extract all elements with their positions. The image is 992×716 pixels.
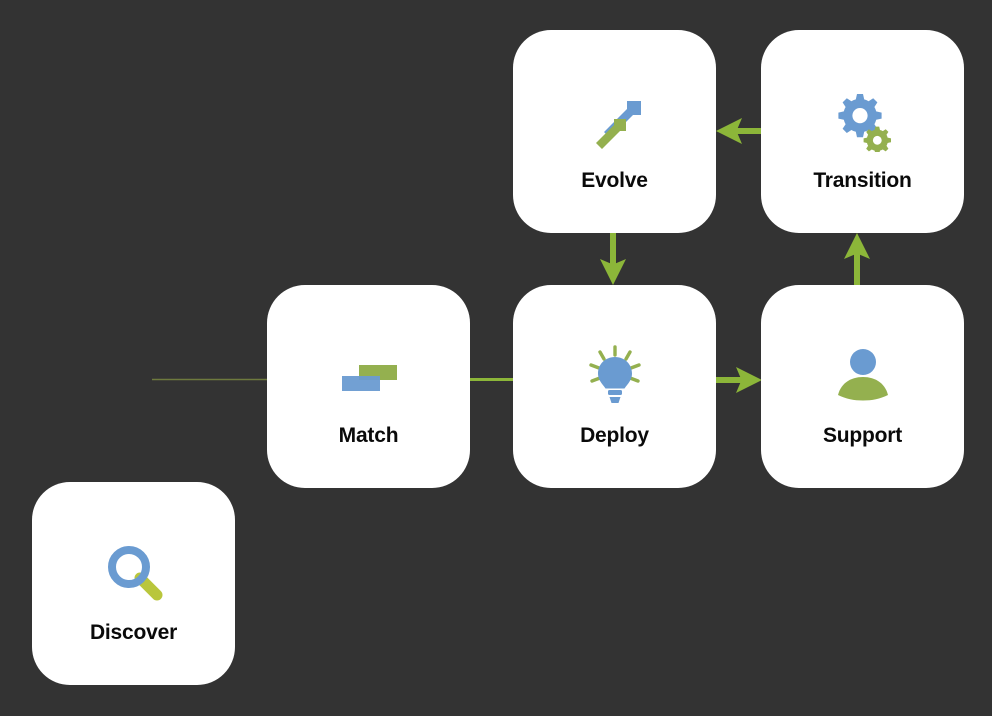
magnifier-icon — [107, 546, 162, 601]
node-card-discover[interactable]: Discover — [32, 482, 235, 685]
node-card-match[interactable]: Match — [267, 285, 470, 488]
lightbulb-icon — [588, 345, 641, 403]
node-label-match: Match — [338, 424, 399, 447]
node-label-discover: Discover — [89, 621, 178, 644]
node-card-transition[interactable]: Transition — [761, 30, 964, 233]
connector-deploy-to-support — [716, 367, 762, 393]
gears-icon — [837, 94, 891, 152]
node-label-deploy: Deploy — [580, 424, 649, 447]
node-card-evolve[interactable]: Evolve — [513, 30, 716, 233]
node-label-transition: Transition — [813, 169, 912, 192]
node-label-support: Support — [822, 424, 903, 447]
node-card-deploy[interactable]: Deploy — [513, 285, 716, 488]
person-icon — [837, 349, 888, 401]
overlapping-bars-icon — [341, 365, 397, 391]
node-card-support[interactable]: Support — [761, 285, 964, 488]
connector-evolve-to-deploy — [600, 233, 626, 285]
arrow-up-right-icon — [595, 101, 641, 149]
connector-transition-to-evolve — [716, 118, 762, 144]
connector-support-to-transition — [844, 233, 870, 285]
node-label-evolve: Evolve — [581, 169, 648, 192]
